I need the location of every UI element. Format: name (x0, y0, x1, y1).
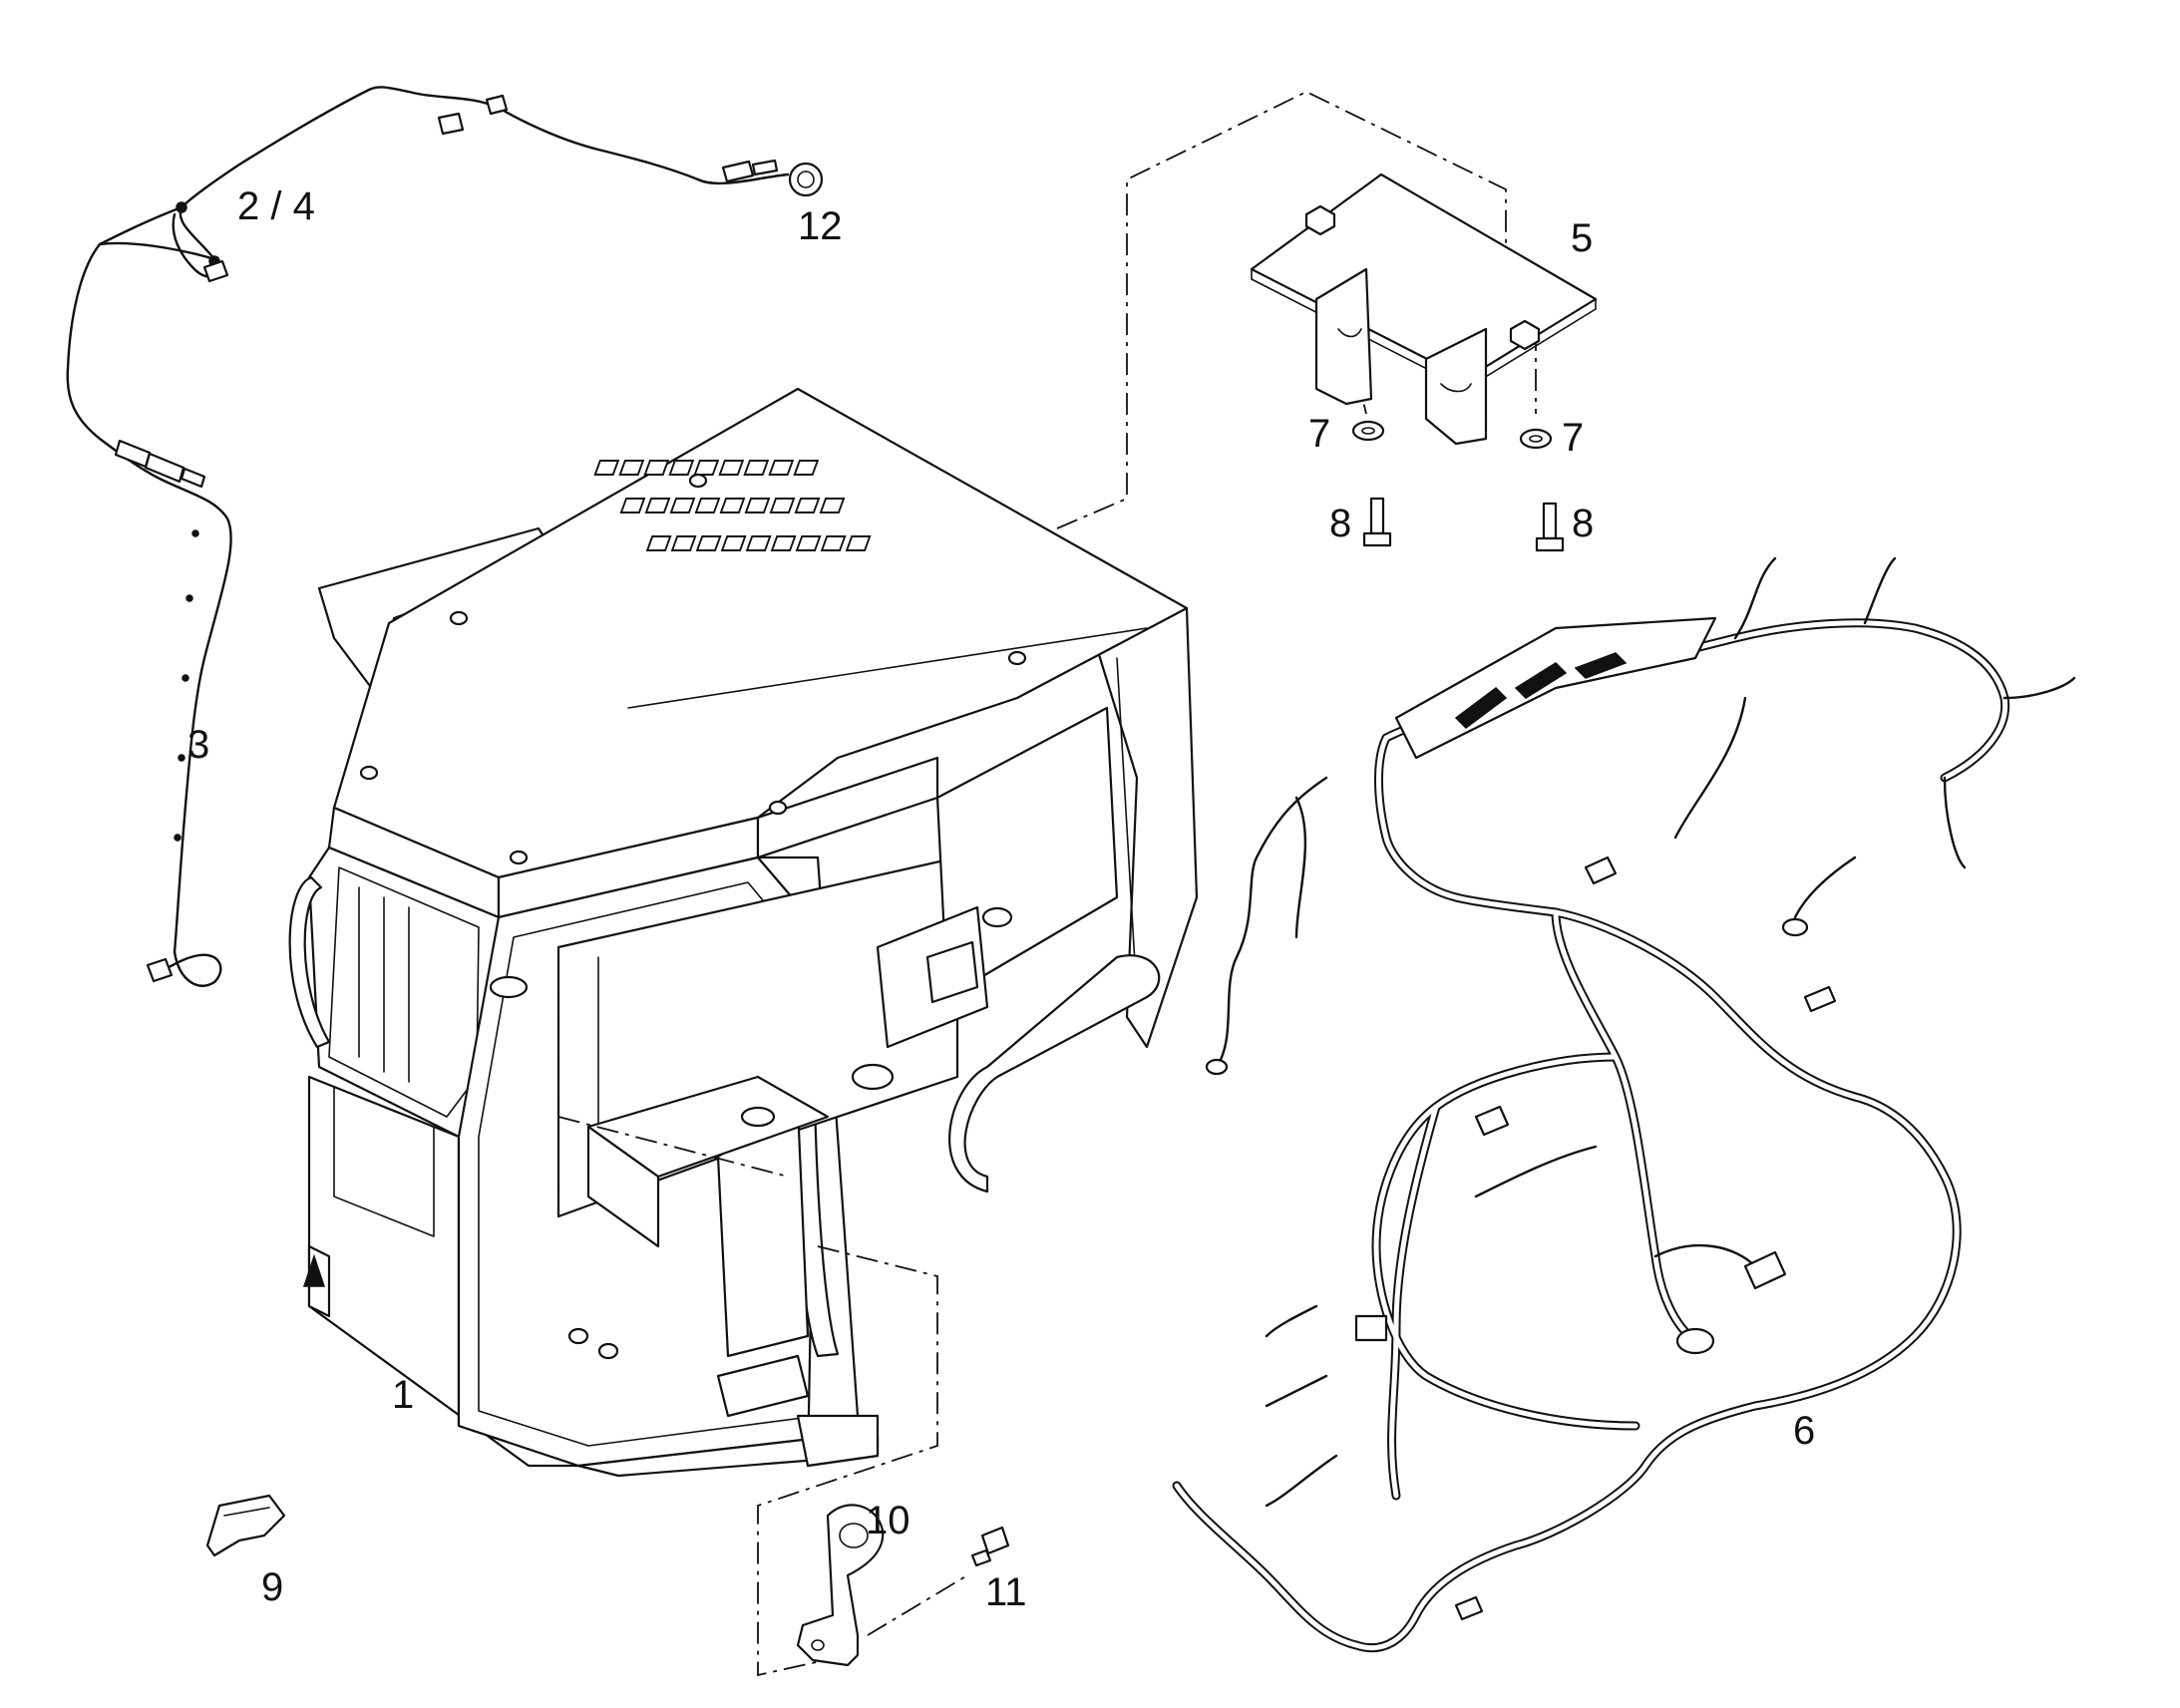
callout-8-left: 8 (1329, 502, 1351, 545)
callout-labels: 1 2 / 4 3 5 6 7 7 8 8 9 10 11 12 (187, 184, 1815, 1614)
clip-9 (205, 1494, 286, 1557)
bracket-10 (796, 1504, 885, 1667)
cable-assembly-2-4 (98, 86, 824, 283)
roof-vent-grid (593, 460, 872, 551)
callout-6: 6 (1793, 1409, 1815, 1453)
callout-9: 9 (261, 1565, 283, 1609)
callout-1: 1 (392, 1373, 414, 1417)
callout-11: 11 (985, 1570, 1027, 1614)
callout-8-right: 8 (1572, 502, 1594, 545)
callout-3: 3 (187, 723, 209, 767)
wiring-harness-6 (1172, 556, 2076, 1653)
bolt-8-left (1362, 497, 1392, 547)
cable-assembly-3 (66, 242, 232, 987)
washer-7-left (1351, 420, 1385, 442)
cab-frame-1 (288, 387, 1199, 1478)
callout-5: 5 (1571, 216, 1593, 260)
bolt-11 (970, 1526, 1010, 1567)
callout-2-4: 2 / 4 (237, 184, 315, 228)
callout-10: 10 (866, 1499, 910, 1542)
callout-7-left: 7 (1308, 412, 1330, 456)
bolt-8-right (1535, 502, 1565, 552)
callout-12: 12 (798, 204, 843, 248)
bracket-5 (1250, 172, 1598, 446)
callout-7-right: 7 (1562, 416, 1584, 460)
washer-7-right (1519, 428, 1553, 450)
